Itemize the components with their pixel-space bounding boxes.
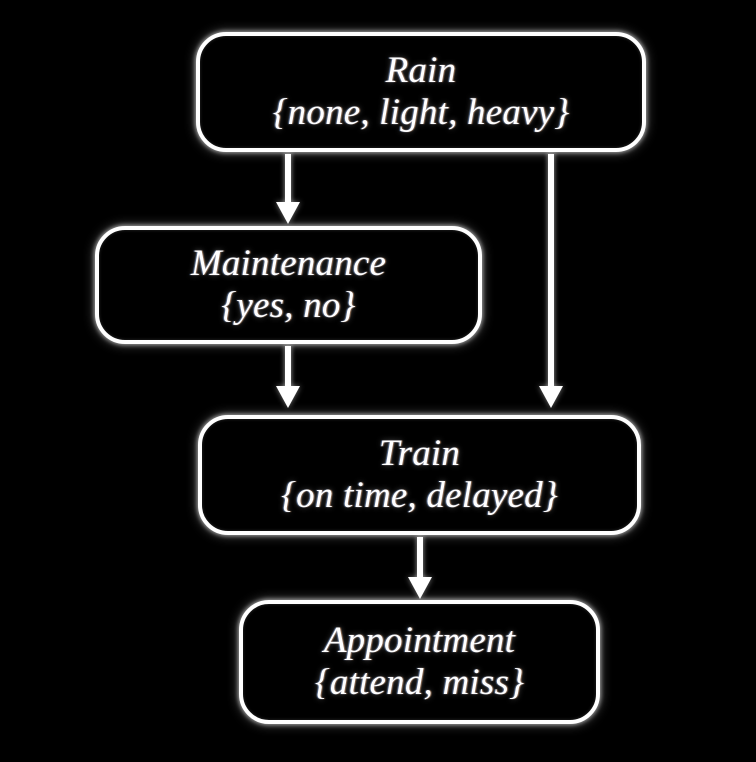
edge-shaft [548,154,554,388]
node-appointment: Appointment {attend, miss} [239,600,600,724]
node-maintenance-title: Maintenance [190,243,387,285]
node-rain: Rain {none, light, heavy} [196,32,646,152]
node-appointment-states: {attend, miss} [314,662,525,703]
arrowhead-icon [408,577,432,599]
arrowhead-icon [539,386,563,408]
edge-shaft [285,154,291,204]
arrowhead-icon [276,202,300,224]
edge-shaft [285,346,291,388]
node-train-states: {on time, delayed} [281,475,558,516]
node-train-title: Train [378,433,461,475]
node-train: Train {on time, delayed} [198,415,641,535]
node-maintenance-states: {yes, no} [221,285,356,326]
node-rain-states: {none, light, heavy} [272,92,570,133]
edge-shaft [417,537,423,579]
node-appointment-title: Appointment [323,620,516,662]
node-maintenance: Maintenance {yes, no} [95,226,482,344]
node-rain-title: Rain [385,50,457,92]
arrowhead-icon [276,386,300,408]
